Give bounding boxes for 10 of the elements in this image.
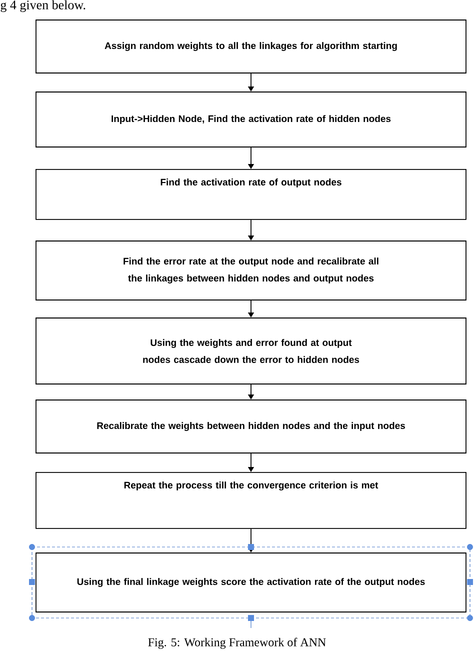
caption: Fig. 5: Working Framework of ANN: [148, 638, 326, 649]
process-box: Find the activation rate of output nodes: [36, 169, 466, 220]
process-box: Using the weights and error found at output nodes cascade down the error to hidden nodes: [36, 318, 466, 384]
process-box: Using the final linkage weights score the activation rate of the output nodes: [36, 552, 466, 612]
process-box: Recalibrate the weights between hidden nodes and the input nodes: [36, 400, 466, 454]
process-box: Input->Hidden Node, Find the activation rate of hidden nodes: [36, 92, 466, 148]
process-box: Assign random weights to all the linkages for algorithm starting: [36, 20, 466, 74]
text-fragment: g 4 given below.: [0, 0, 86, 12]
process-box: Find the error rate at the output node and recalibrate all the linkages between hidden nodes and output nodes: [36, 240, 466, 300]
process-box: Repeat the process till the convergence criterion is met: [36, 472, 466, 529]
